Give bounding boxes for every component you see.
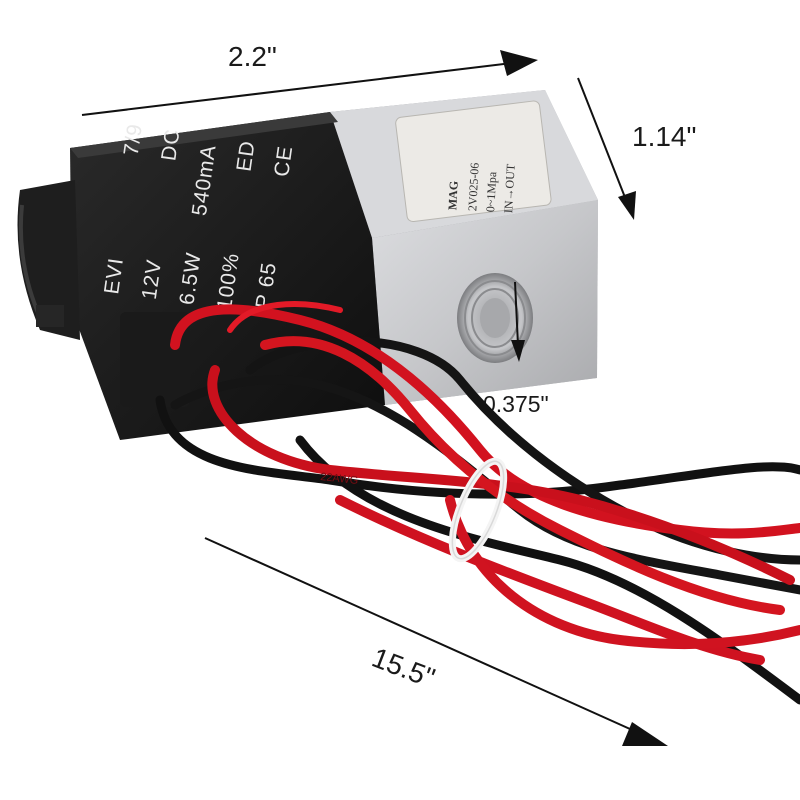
dimension-arrow-port: [511, 281, 525, 362]
coil: EVI 7/9 12V DC 6.5W 540mA 100% ED IP 65 …: [17, 112, 385, 440]
dimension-length-text: 2.2": [228, 41, 277, 72]
dimension-arrow-cable: [204, 537, 668, 746]
dimension-height-text: 1.14": [632, 121, 696, 152]
coil-text-ed: ED: [233, 139, 260, 173]
dimension-arrow-height: [577, 77, 636, 220]
valve-label: MAG 2V025-06 0~1Mpa IN→OUT: [395, 100, 552, 223]
valve-brand-text: MAG: [445, 181, 461, 211]
coil-text-12v: 12V: [138, 258, 166, 301]
valve-model-text: 2V025-06: [465, 162, 482, 211]
valve-pressure-text: 0~1Mpa: [483, 171, 499, 213]
coil-text-evi: EVI: [100, 256, 128, 296]
coil-text-7-9: 7/9: [120, 122, 147, 157]
dimension-arrow-length: [81, 50, 538, 116]
valve-flow-text: IN→OUT: [501, 163, 518, 214]
wire-gauge-text: 22AWG: [320, 471, 359, 487]
cable-tie: [448, 457, 508, 563]
coil-text-dc: DC: [157, 127, 184, 162]
wires: [155, 301, 800, 705]
connector-plug: [17, 180, 80, 340]
dimension-cable-text: 15.5": [368, 642, 439, 694]
coil-text-ce: CE: [270, 144, 297, 178]
